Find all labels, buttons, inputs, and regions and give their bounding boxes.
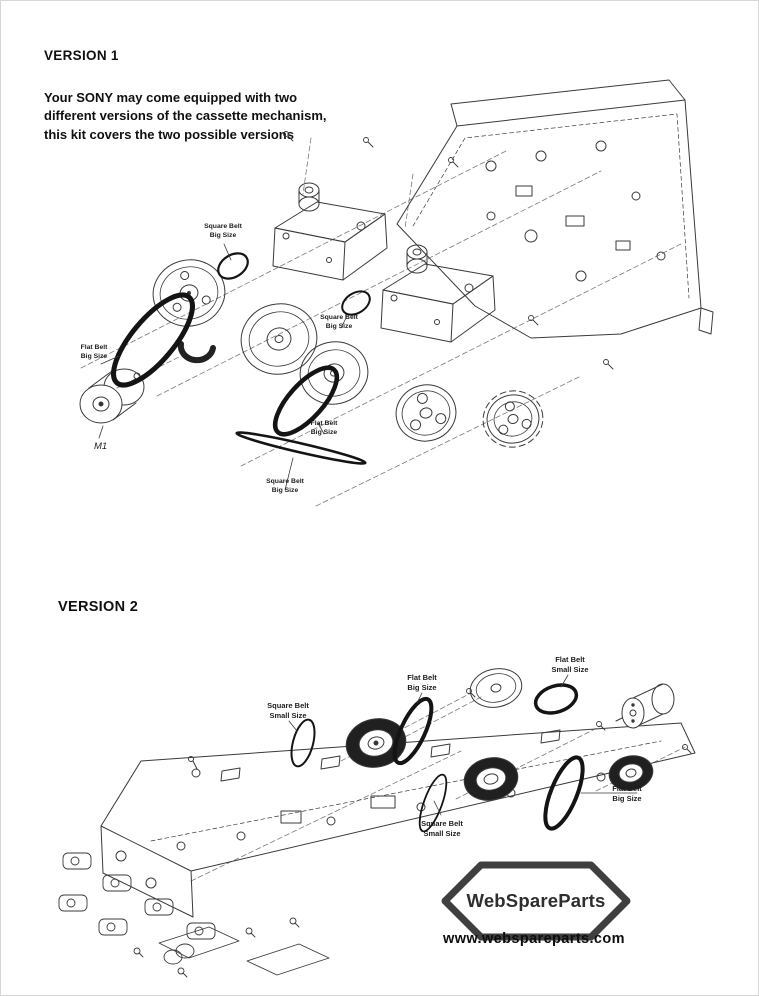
website-url: www.webspareparts.com — [443, 931, 625, 947]
logo-brand-text: WebSpareParts — [466, 890, 606, 911]
v2-label-flat-belt-big-2: Flat Belt Big Size — [612, 784, 642, 803]
intro-text: Your SONY may come equipped with two dif… — [44, 90, 327, 142]
version1-diagram — [61, 76, 721, 546]
v2-label-flat-belt-big-1: Flat Belt Big Size — [407, 673, 437, 692]
v1-label-flat-belt-1: Flat Belt Big Size — [80, 344, 108, 360]
version1-drawing — [79, 79, 714, 507]
v1-label-square-belt-1: Square Belt Big Size — [204, 223, 242, 239]
v2-label-flat-belt-small: Flat Belt Small Size — [551, 655, 589, 674]
version2-diagram — [41, 631, 741, 987]
version2-drawing — [58, 668, 696, 978]
v2-label-square-belt-2: Square Belt Small Size — [421, 819, 463, 838]
v1-label-flat-belt-2: Flat Belt Big Size — [310, 420, 338, 436]
hexagon-logo-icon — [441, 861, 631, 941]
v2-label-square-belt-1: Square Belt Small Size — [267, 701, 309, 720]
webspareparts-logo: WebSpareParts — [441, 859, 631, 945]
version1-title: VERSION 1 — [44, 48, 119, 63]
v1-label-square-belt-2: Square Belt Big Size — [320, 314, 358, 330]
motor-label-m1: M1 — [94, 441, 108, 452]
version2-title: VERSION 2 — [58, 599, 139, 615]
v1-label-square-belt-3: Square Belt Big Size — [266, 478, 304, 494]
